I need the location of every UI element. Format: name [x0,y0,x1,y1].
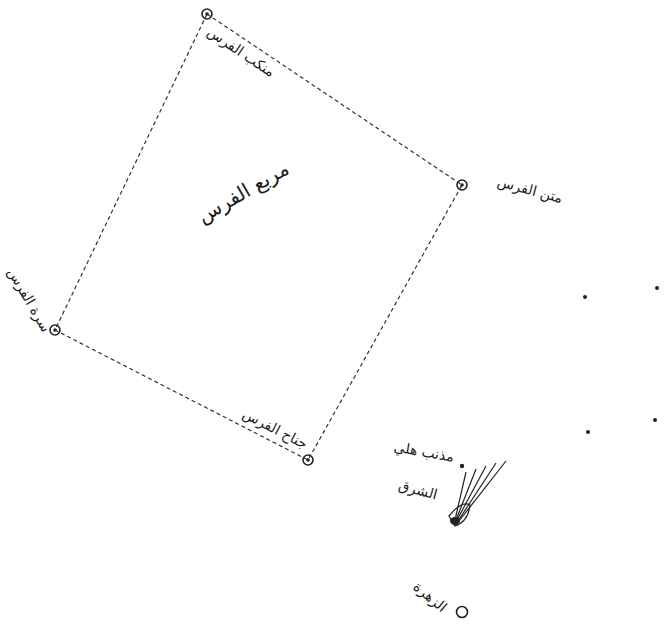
star-name: سرة الفرس [4,265,54,335]
venus-marker [457,607,468,618]
square-stars [50,9,467,465]
comet-tail [449,461,506,526]
star-name: الشرق [397,477,439,503]
faint-star [586,430,590,434]
square-outline-layer [55,14,462,460]
star-name: الزهرة [410,578,450,616]
faint-star [653,418,657,422]
faint-star [655,286,659,290]
comet-head [450,517,460,525]
faint-stars [460,286,659,468]
faint-star [583,295,587,299]
star-centres [53,12,464,462]
comet-tail-line [459,461,506,521]
faint-star [460,464,464,468]
star-marker [457,180,467,190]
constellation-square: مربع الفرس [55,14,462,460]
dashed-square [55,14,462,460]
comet-outline [449,504,470,526]
star-name: منكب الفرس [204,23,278,80]
comet-tail-line [458,463,496,521]
region-name: مربع الفرس [193,156,293,228]
star-name: مذنب هلي [393,438,456,465]
star-name: متن الفرس [496,173,565,207]
star-marker [303,455,313,465]
star-name: جناح الفرس [240,405,311,452]
